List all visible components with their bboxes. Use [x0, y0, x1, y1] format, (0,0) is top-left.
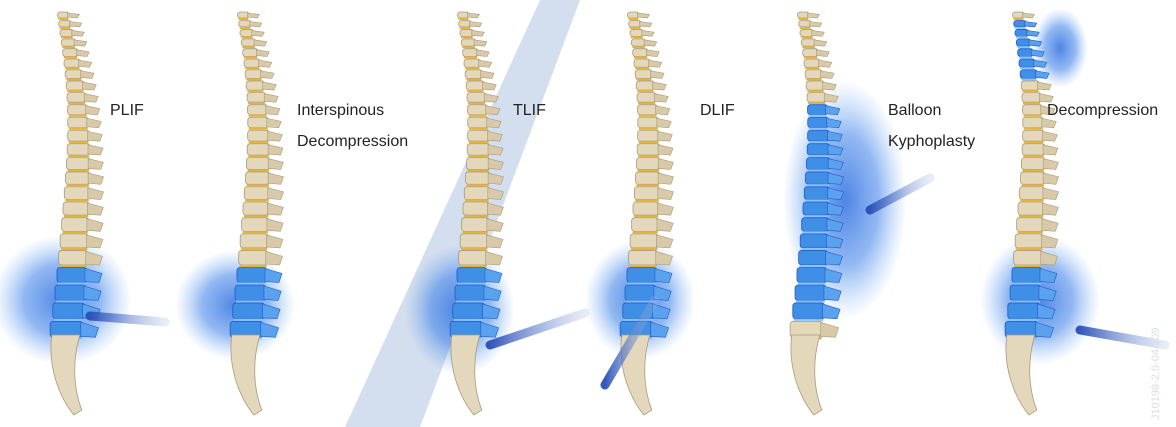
- spine-panel-balloon: [783, 12, 930, 415]
- sacrum: [51, 335, 82, 415]
- label-plif-line-1: PLIF: [110, 102, 144, 119]
- spine-panel-plif: [0, 12, 165, 415]
- label-balloon-line-2: Kyphoplasty: [888, 133, 975, 150]
- spine-panel-dlif: [585, 12, 695, 415]
- spine-panel-tlif: [405, 12, 585, 415]
- label-balloon-line-1: Balloon: [888, 102, 941, 119]
- sacrum: [451, 335, 482, 415]
- label-interspinous-line-2: Decompression: [297, 133, 408, 150]
- label-tlif-line-1: TLIF: [513, 102, 546, 119]
- label-interspinous-line-1: Interspinous: [297, 102, 384, 119]
- sacrum: [791, 335, 822, 415]
- sacrum: [1006, 335, 1037, 415]
- label-decompression-line-1: Decompression: [1047, 102, 1158, 119]
- surgical-approach-instrument: [90, 316, 165, 322]
- sacrum: [231, 335, 262, 415]
- label-dlif-line-1: DLIF: [700, 102, 735, 119]
- spine-panel-decompression: [980, 8, 1165, 415]
- figure-code: J10198-2.0-04/109: [1150, 328, 1162, 420]
- spine-panel-interspinous: [175, 12, 355, 415]
